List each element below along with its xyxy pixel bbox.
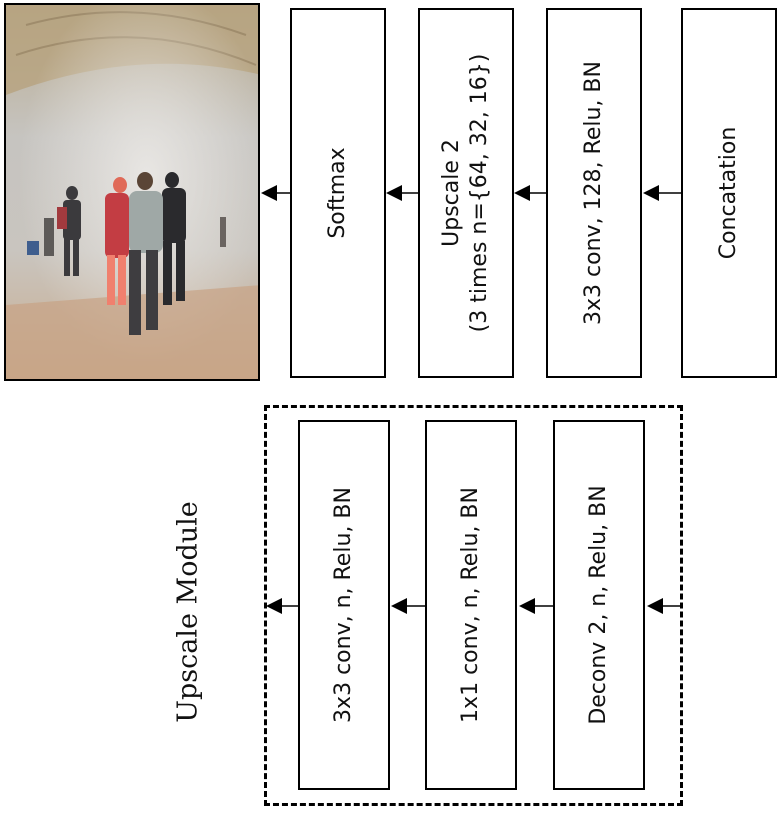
arrowhead-softmax-to-output <box>261 185 277 201</box>
arrowhead-module-input <box>647 598 663 614</box>
module-conv3x3-box: 3x3 conv, n, Relu, BN <box>298 420 390 790</box>
softmax-box: Softmax <box>290 8 386 378</box>
arrowhead-upscale-to-softmax <box>386 185 402 201</box>
arrowhead-conv1-to-conv3 <box>391 598 407 614</box>
module-deconv-box: Deconv 2, n, Relu, BN <box>553 420 645 790</box>
scene-illustration <box>6 5 258 379</box>
module-conv1x1-box: 1x1 conv, n, Relu, BN <box>425 420 517 790</box>
segmentation-output-image <box>4 3 260 381</box>
arrowhead-conv-to-upscale <box>514 185 530 201</box>
upscale-box: Upscale 2 (3 times n={64, 32, 16}) <box>418 8 514 378</box>
concatenation-box: Concatation <box>681 8 777 378</box>
arrowhead-module-output <box>266 598 282 614</box>
conv-128-box: 3x3 conv, 128, Relu, BN <box>546 8 642 378</box>
arrowhead-deconv-to-conv1 <box>519 598 535 614</box>
arrowhead-concat-to-conv <box>643 185 659 201</box>
